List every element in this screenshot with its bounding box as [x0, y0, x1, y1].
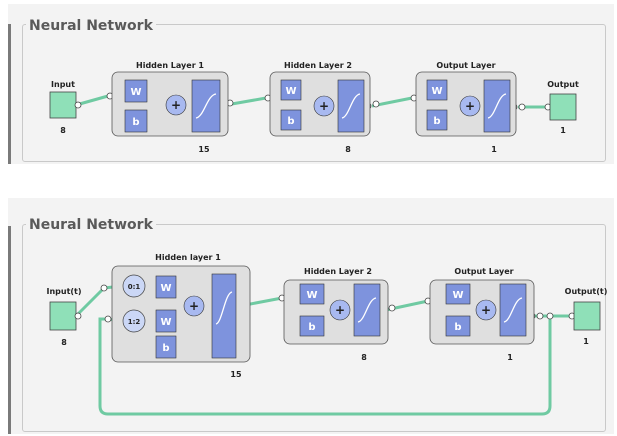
- layer-title: Hidden Layer 2: [304, 267, 372, 276]
- layer-output: Output Layer W b + 1: [429, 267, 535, 362]
- groupbox-frame: [22, 24, 606, 162]
- layer-title: Hidden layer 1: [155, 253, 221, 262]
- input-weight-block: [155, 275, 177, 299]
- network-diagram-bottom: Input(t) 8: [46, 253, 608, 416]
- weight-label: W: [452, 290, 463, 301]
- layer-size: 1: [491, 145, 497, 154]
- bias-block: [280, 109, 302, 131]
- transfer-function-block: [191, 79, 221, 133]
- layer-size: 8: [361, 353, 367, 362]
- sigmoid-icon: [503, 297, 523, 323]
- bias-label: b: [162, 343, 169, 354]
- layer-size: 8: [345, 145, 351, 154]
- bias-block: [155, 335, 177, 359]
- layer-hidden-1: Hidden Layer 1 W b + 15: [111, 61, 229, 154]
- network-diagram-top: Input 8: [49, 61, 579, 154]
- weight-block: [426, 79, 448, 101]
- layer-size: 15: [230, 370, 242, 379]
- transfer-function-block: [211, 273, 237, 359]
- weight-label: W: [306, 290, 317, 301]
- bias-block: [124, 109, 148, 133]
- output-label: Output: [547, 80, 579, 89]
- layer-title: Output Layer: [436, 61, 495, 70]
- feedback-loop: [98, 317, 552, 416]
- input-size: 8: [61, 338, 67, 347]
- feedback-weight-block: [155, 309, 177, 333]
- groupbox-frame: [22, 224, 606, 432]
- layer-hidden-1: Hidden layer 1 0:1 1:2 W W b + 15: [111, 253, 251, 379]
- network-panel-bottom: Neural Network Input(t) 8: [8, 198, 614, 434]
- plus-icon: +: [481, 303, 491, 317]
- weight-label: W: [160, 283, 171, 294]
- weight-label: W: [285, 86, 296, 97]
- bias-label: b: [132, 117, 139, 128]
- sigmoid-icon: [195, 93, 217, 119]
- panel-left-border: [8, 24, 11, 164]
- weight-label: W: [160, 317, 171, 328]
- output-block: [549, 93, 577, 121]
- layer-hidden-2: Hidden Layer 2 W b + 8: [283, 267, 389, 362]
- input-block: [49, 91, 77, 119]
- plus-icon: +: [319, 99, 329, 113]
- sigmoid-icon: [357, 297, 377, 323]
- output-size: 1: [583, 337, 589, 346]
- plus-icon: +: [465, 99, 475, 113]
- layer-title: Output Layer: [454, 267, 513, 276]
- weight-label: W: [130, 87, 141, 98]
- layer-title: Hidden Layer 2: [284, 61, 352, 70]
- bias-block: [445, 315, 471, 337]
- input-block: [49, 301, 77, 331]
- sum-node: [459, 95, 481, 117]
- panel-left-border: [8, 226, 11, 434]
- sigmoid-icon: [487, 93, 507, 119]
- sigmoid-icon: [215, 291, 233, 325]
- panel-title: Neural Network: [26, 18, 156, 34]
- weight-label: W: [431, 86, 442, 97]
- sum-node: [313, 95, 335, 117]
- weight-block: [299, 283, 325, 305]
- input-size: 8: [60, 126, 66, 135]
- sum-node: [329, 299, 351, 321]
- sum-node: [165, 94, 187, 116]
- bias-block: [299, 315, 325, 337]
- tapped-delay-line: [122, 309, 146, 333]
- tapped-delay-line: [122, 274, 146, 298]
- sigmoid-icon: [341, 93, 361, 119]
- input-label: Input: [51, 80, 75, 89]
- bias-label: b: [433, 116, 440, 127]
- bias-label: b: [454, 322, 461, 333]
- bias-label: b: [287, 116, 294, 127]
- panel-title: Neural Network: [26, 217, 156, 233]
- plus-icon: +: [335, 303, 345, 317]
- delay-label: 0:1: [128, 283, 141, 291]
- plus-icon: +: [171, 98, 181, 112]
- sum-node: [475, 299, 497, 321]
- weight-block: [445, 283, 471, 305]
- layer-size: 15: [198, 145, 210, 154]
- network-panel-top: Neural Network Input 8: [8, 4, 614, 164]
- delay-label: 1:2: [128, 318, 141, 326]
- plus-icon: +: [189, 299, 199, 313]
- weight-block: [124, 79, 148, 103]
- layer-size: 1: [507, 353, 513, 362]
- input-label: Input(t): [46, 287, 81, 296]
- layer-hidden-2: Hidden Layer 2 W b + 8: [269, 61, 371, 154]
- sum-node: [183, 295, 205, 317]
- output-block: [573, 301, 601, 331]
- bias-block: [426, 109, 448, 131]
- layer-title: Hidden Layer 1: [136, 61, 204, 70]
- weight-block: [280, 79, 302, 101]
- layer-output: Output Layer W b + 1: [415, 61, 517, 154]
- bias-label: b: [308, 322, 315, 333]
- output-label: Output(t): [565, 287, 608, 296]
- output-size: 1: [560, 126, 566, 135]
